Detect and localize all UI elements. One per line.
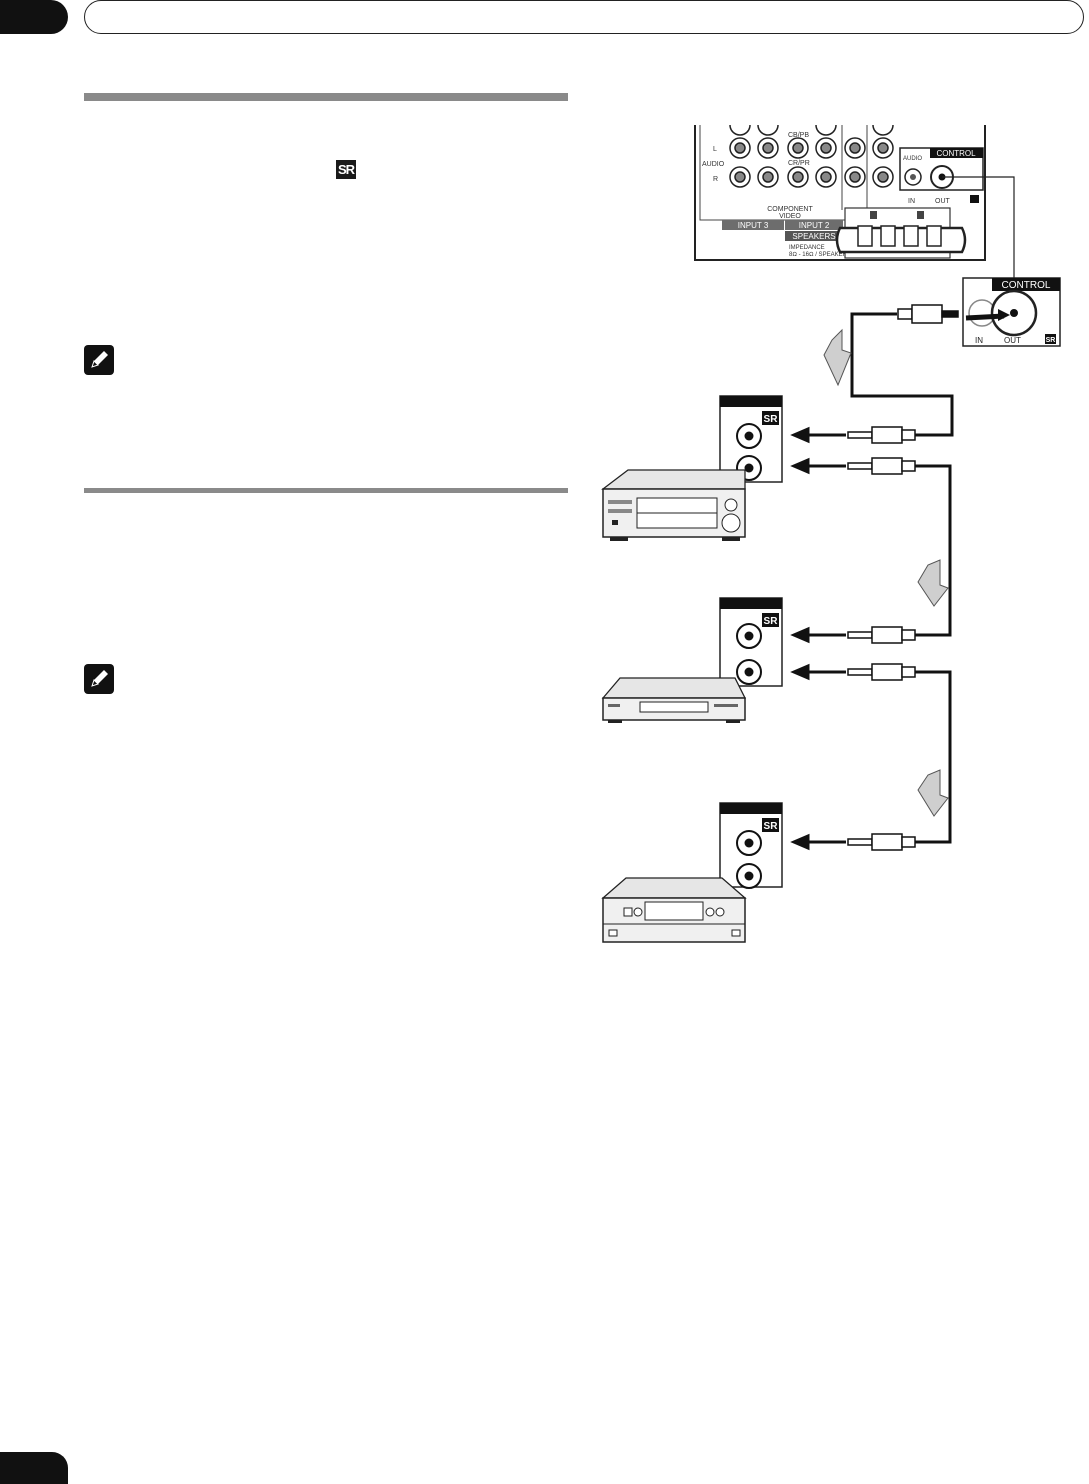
panel-control-label: CONTROL	[936, 149, 976, 158]
panel-label-component: COMPONENT	[767, 206, 813, 213]
zoom-in-label: IN	[975, 336, 983, 345]
device-3-sr-panel: SR	[719, 802, 783, 889]
plug-arrows	[790, 426, 846, 851]
panel-control-audio-label: AUDIO	[903, 156, 922, 162]
mini-plug-dev1-out	[847, 457, 916, 475]
device-1-body	[601, 469, 746, 541]
zoom-sr-icon: SR	[1046, 337, 1056, 344]
callout-line	[942, 176, 1015, 305]
flow-arrow-3	[917, 769, 949, 817]
device-2-sr-icon: SR	[764, 616, 779, 627]
sr-connection-diagram: L AUDIO R CB/PB CR/PR COMPONENT VIDEO IN…	[601, 124, 1061, 943]
section-rule-top	[84, 93, 568, 101]
device-2-vcr: SR	[601, 597, 783, 723]
mini-plug-dev3-in	[847, 833, 916, 851]
device-2-body	[601, 677, 747, 723]
page-number-tab	[0, 1452, 68, 1484]
section-rule-middle	[84, 488, 568, 493]
sr-inline-icon: SR	[336, 160, 356, 179]
device-1-sr-icon: SR	[764, 414, 779, 425]
mini-plug-top	[897, 304, 959, 324]
panel-out-label: OUT	[935, 198, 951, 205]
panel-label-impedance: IMPEDANCE	[789, 245, 825, 251]
panel-label-impedance-range: 8Ω - 16Ω / SPEAKERS	[789, 252, 851, 258]
mini-plugs	[847, 304, 959, 851]
device-3-body	[601, 877, 747, 943]
zoom-control-label: CONTROL	[1002, 280, 1051, 291]
panel-label-video: VIDEO	[779, 213, 801, 220]
flow-arrow-2	[917, 559, 949, 607]
panel-label-r: R	[713, 176, 718, 183]
device-2-sr-panel: SR	[719, 597, 783, 687]
panel-label-l: L	[713, 146, 717, 153]
cable-lines	[850, 312, 954, 844]
note-pencil-icon-2	[84, 664, 114, 694]
panel-in-label: IN	[908, 198, 915, 205]
control-zoom-inset: CONTROL IN OUT SR	[962, 277, 1061, 347]
panel-label-cr: CR/PR	[788, 160, 810, 167]
mini-plug-dev2-out	[847, 663, 916, 681]
panel-control-section: CONTROL AUDIO IN OUT	[899, 147, 984, 205]
rear-panel: L AUDIO R CB/PB CR/PR COMPONENT VIDEO IN…	[694, 124, 986, 261]
device-3-recorder: SR	[601, 802, 783, 943]
device-1-amplifier: SR	[601, 395, 783, 541]
flow-arrows	[823, 328, 949, 817]
mini-plug-dev1-in	[847, 426, 916, 444]
mini-plug-dev2-in	[847, 626, 916, 644]
panel-label-cb: CB/PB	[788, 132, 809, 139]
device-1-sr-panel: SR	[719, 395, 783, 483]
chapter-header-bar	[84, 0, 1084, 34]
chapter-tab	[0, 0, 68, 34]
rca-jack-grid	[729, 124, 894, 188]
panel-label-input3: INPUT 3	[738, 221, 769, 230]
flow-arrow-1	[823, 328, 852, 387]
panel-label-speakers: SPEAKERS	[792, 232, 835, 241]
panel-label-input2: INPUT 2	[799, 221, 830, 230]
speaker-terminal-block	[835, 207, 967, 259]
device-3-sr-icon: SR	[764, 821, 779, 832]
zoom-out-label: OUT	[1004, 336, 1021, 345]
panel-label-audio: AUDIO	[702, 161, 725, 168]
note-pencil-icon	[84, 345, 114, 375]
